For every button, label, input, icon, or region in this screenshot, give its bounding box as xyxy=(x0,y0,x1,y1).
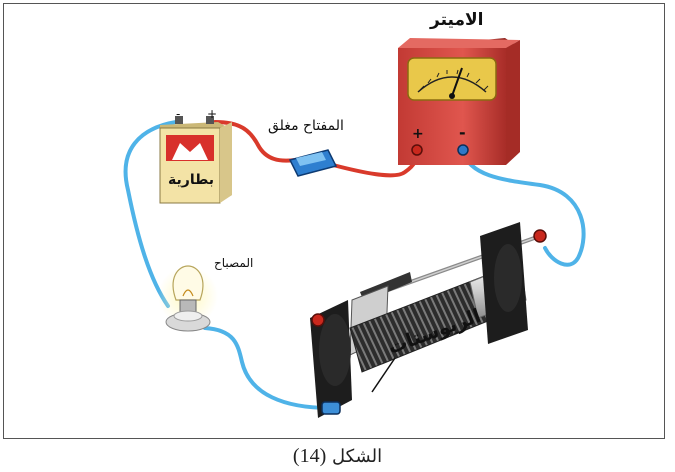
rheostat-label-pointer xyxy=(371,357,396,393)
wire-battery-switch xyxy=(213,120,297,163)
figure-caption: الشكل (14) xyxy=(0,445,675,468)
battery xyxy=(159,116,232,204)
wire-lamp-rheostat xyxy=(203,326,332,410)
battery-plus-sign: + xyxy=(207,107,217,121)
lamp-label: المصباح xyxy=(214,256,254,270)
battery-label: بطارية xyxy=(168,172,214,188)
caption-number: (14) xyxy=(292,445,327,467)
rheostat-top-terminal xyxy=(533,229,547,243)
wire-ammeter-rheostat xyxy=(461,150,586,267)
rheostat-left-terminal xyxy=(311,313,325,327)
rheostat-bottom-terminal xyxy=(321,401,341,415)
ammeter-positive-terminal xyxy=(411,144,423,156)
circuit-drawing: - + + - xyxy=(123,38,586,418)
switch-label: المفتاح مغلق xyxy=(268,118,344,134)
ammeter-plus-sign: + xyxy=(412,126,424,142)
ammeter-minus-sign: - xyxy=(459,123,466,142)
rheostat xyxy=(310,222,547,418)
figure-frame xyxy=(3,3,665,439)
lamp xyxy=(158,265,218,332)
ammeter xyxy=(398,38,520,165)
ammeter-negative-terminal xyxy=(457,144,469,156)
caption-word: الشكل xyxy=(331,446,383,467)
battery-minus-sign: - xyxy=(176,107,180,121)
wire-battery-lamp xyxy=(123,120,178,308)
switch xyxy=(288,149,338,177)
ammeter-label: الاميتر xyxy=(430,10,484,30)
